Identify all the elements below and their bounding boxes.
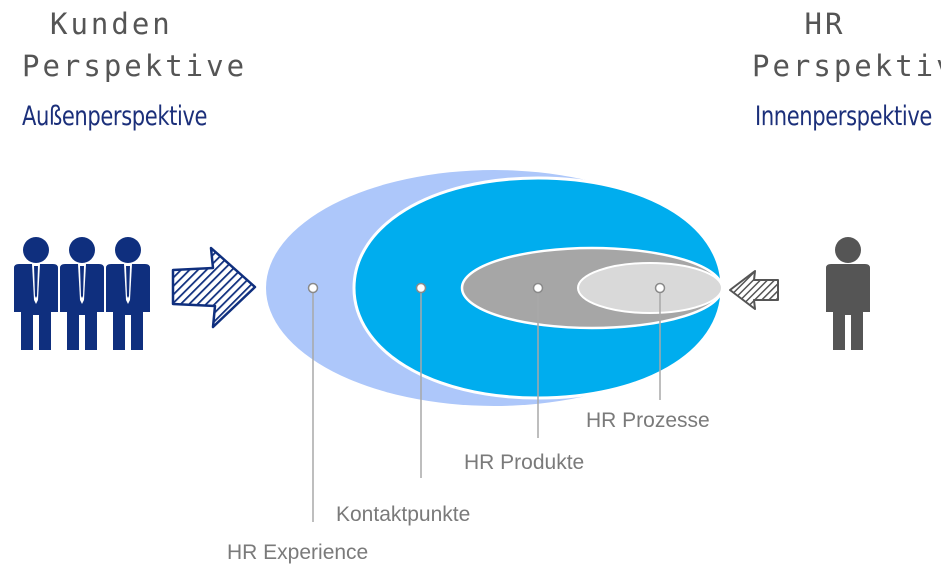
- hr-person-icon: [826, 237, 870, 350]
- right-header-line1: HR: [804, 7, 846, 41]
- marker-dot: [307, 282, 319, 294]
- label-hr-produkte: HR Produkte: [464, 451, 585, 474]
- left-header-subtitle: Außenperspektive: [22, 101, 208, 132]
- arrow-left-icon: [729, 270, 779, 310]
- ellipse-hr-prozesse: [577, 262, 723, 314]
- customer-figures-icon: [14, 237, 150, 350]
- label-hr-experience: HR Experience: [227, 541, 369, 564]
- label-hr-prozesse: HR Prozesse: [586, 409, 710, 432]
- marker-dot: [532, 282, 544, 294]
- left-header-line1: Kunden: [50, 7, 173, 41]
- right-header-subtitle: Innenperspektive: [755, 101, 932, 132]
- arrow-right-icon: [171, 246, 257, 329]
- marker-dot: [654, 282, 666, 294]
- label-kontaktpunkte: Kontaktpunkte: [336, 503, 471, 526]
- right-header-line2: Perspektive: [752, 49, 941, 83]
- person-icon: [60, 237, 104, 350]
- person-icon: [106, 237, 150, 350]
- person-icon: [14, 237, 58, 350]
- leader-lines: [312, 288, 661, 522]
- marker-dot: [415, 282, 427, 294]
